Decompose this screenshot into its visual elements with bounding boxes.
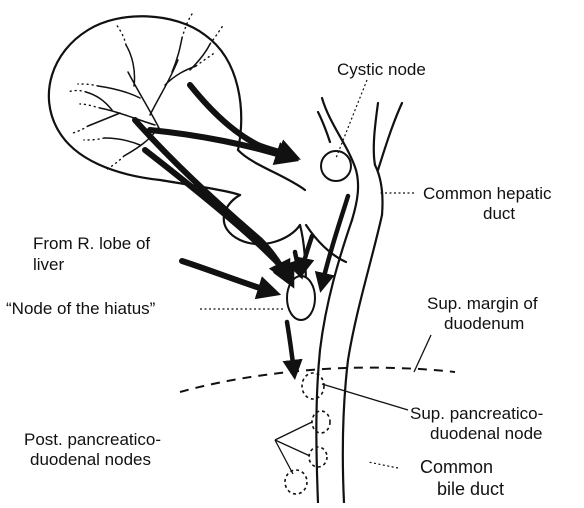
sup-pancreaticoduodenal-label-line1: Sup. pancreatico- [410,404,543,423]
post-pancreaticoduodenal-node-3 [285,470,307,494]
from-r-lobe-label-line1: From R. lobe of [33,234,150,253]
from-r-lobe-label-line2: liver [33,255,64,274]
common-bile-duct-label-line1: Common [420,458,493,477]
post-pancreaticoduodenal-label-line1: Post. pancreatico- [24,430,161,449]
sup-pancreaticoduodenal-node [302,373,324,399]
sup-margin-label-line1: Sup. margin of [427,294,538,313]
cystic-node [321,151,351,181]
common-hepatic-duct-label-line1: Common hepatic [423,184,552,203]
node-of-hiatus-label: “Node of the hiatus” [6,299,155,318]
sup-margin-label-line2: duodenum [444,314,524,333]
common-hepatic-duct-label-line2: duct [483,204,515,223]
post-pancreaticoduodenal-node-2 [309,447,327,467]
post-pancreaticoduodenal-node-1 [312,411,330,433]
gallbladder-lymphatics [68,14,224,170]
sup-pancreaticoduodenal-label-line2: duodenal node [430,424,543,443]
post-pancreaticoduodenal-label-line2: duodenal nodes [30,450,151,469]
cystic-node-label: Cystic node [337,60,426,79]
common-bile-duct-label-line2: bile duct [437,480,504,499]
